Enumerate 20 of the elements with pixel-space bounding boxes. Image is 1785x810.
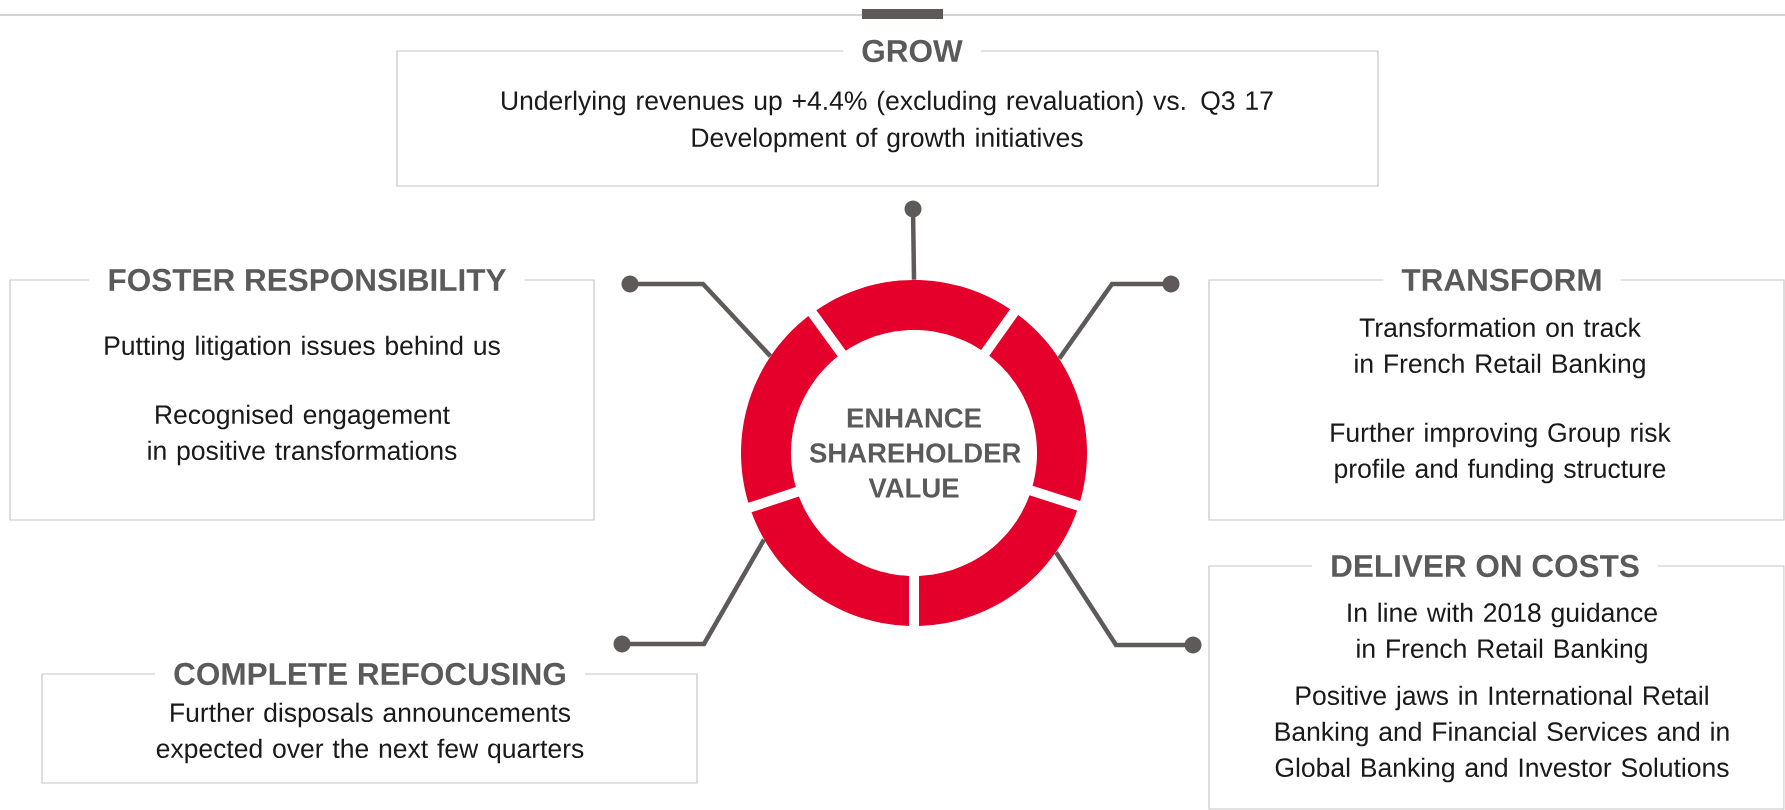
leader-line <box>613 538 766 653</box>
heading: COMPLETE REFOCUSING <box>155 660 585 688</box>
heading: GROW <box>843 37 981 65</box>
description: Further improving Group risk profile and funding structure <box>1331 422 1671 484</box>
description: Transformation on track in French Retail Banking <box>1355 317 1645 379</box>
center-label: ENHANCE SHAREHOLDER VALUE <box>809 408 1021 498</box>
description: In line with 2018 guidance in French Retail Banking <box>1348 602 1657 664</box>
description: Putting litigation issues behind us <box>105 335 500 361</box>
leader-line <box>904 200 922 280</box>
leader-line <box>621 275 773 358</box>
description: Underlying revenues up +4.4% (excluding revaluation) vs. Q3 17 <box>502 90 1273 116</box>
heading: FOSTER RESPONSIBILITY <box>89 266 525 294</box>
heading: DELIVER ON COSTS <box>1312 552 1658 580</box>
heading: TRANSFORM <box>1383 266 1621 294</box>
description: Positive jaws in International Retail Banking and Financial Services and in Global Banking and Investor Solutions <box>1275 685 1729 783</box>
leader-line <box>1054 551 1202 654</box>
description: Recognised engagement in positive transformations <box>148 404 457 466</box>
description: Further disposals announcements expected over the next few quarters <box>156 702 584 764</box>
description: Development of growth initiatives <box>692 127 1083 153</box>
leader-line <box>1057 275 1180 360</box>
